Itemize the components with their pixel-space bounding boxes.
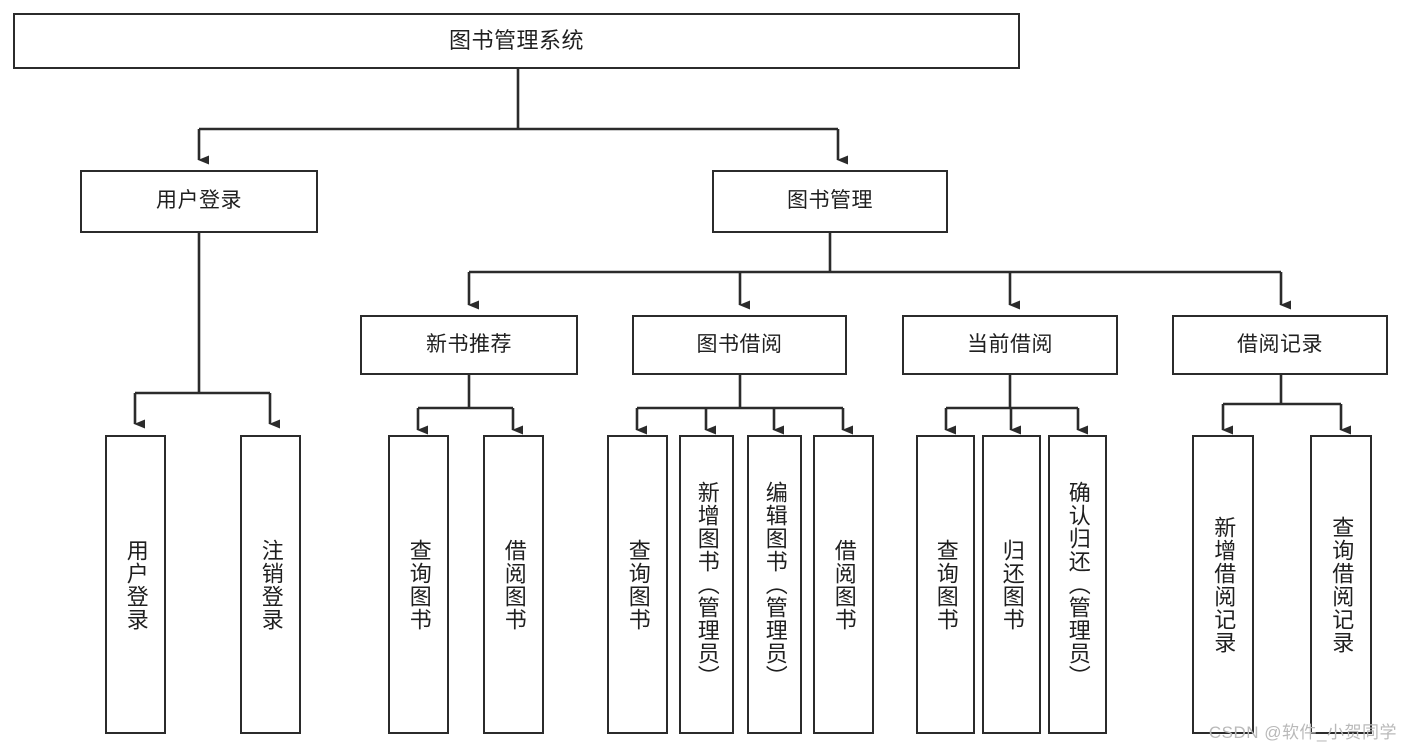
node-book-borrow[interactable]: 图书借阅: [632, 315, 847, 375]
node-leaf-query-book-2[interactable]: 查询图书: [607, 435, 668, 734]
node-leaf-borrow-book-1-label: 借阅图书: [501, 538, 527, 631]
node-leaf-add-book[interactable]: 新增图书（管理员）: [679, 435, 734, 734]
node-current-borrow-label: 当前借阅: [967, 332, 1053, 356]
node-leaf-query-book-1[interactable]: 查询图书: [388, 435, 449, 734]
node-current-borrow[interactable]: 当前借阅: [902, 315, 1118, 375]
watermark-text: CSDN @软件_小贺同学: [1208, 723, 1397, 742]
node-new-book-recommend-label: 新书推荐: [426, 332, 512, 356]
node-leaf-borrow-book-1[interactable]: 借阅图书: [483, 435, 544, 734]
node-user-login-label: 用户登录: [156, 189, 242, 213]
node-user-login[interactable]: 用户登录: [80, 170, 318, 233]
node-root-system-label: 图书管理系统: [448, 28, 584, 54]
node-leaf-query-book-1-label: 查询图书: [406, 538, 432, 631]
node-leaf-confirm-return-label: 确认归还（管理员）: [1065, 481, 1091, 688]
node-leaf-query-book-3-label: 查询图书: [933, 538, 959, 631]
node-leaf-add-record-label: 新增借阅记录: [1211, 515, 1237, 654]
node-leaf-borrow-book-2[interactable]: 借阅图书: [813, 435, 874, 734]
node-leaf-user-login[interactable]: 用户登录: [105, 435, 166, 734]
node-leaf-query-book-2-label: 查询图书: [625, 538, 651, 631]
node-root-system[interactable]: 图书管理系统: [13, 13, 1020, 69]
node-leaf-query-book-3[interactable]: 查询图书: [916, 435, 975, 734]
node-leaf-user-logout-label: 注销登录: [258, 538, 284, 631]
node-book-manage-label: 图书管理: [787, 189, 873, 213]
node-leaf-user-login-label: 用户登录: [123, 538, 149, 631]
node-leaf-borrow-book-2-label: 借阅图书: [831, 538, 857, 631]
node-borrow-record-label: 借阅记录: [1237, 332, 1323, 356]
node-leaf-query-record-label: 查询借阅记录: [1329, 515, 1355, 654]
node-leaf-return-book-label: 归还图书: [999, 538, 1025, 631]
node-book-manage[interactable]: 图书管理: [712, 170, 948, 233]
node-leaf-confirm-return[interactable]: 确认归还（管理员）: [1048, 435, 1107, 734]
node-leaf-return-book[interactable]: 归还图书: [982, 435, 1041, 734]
node-leaf-edit-book-label: 编辑图书（管理员）: [762, 481, 788, 688]
node-leaf-user-logout[interactable]: 注销登录: [240, 435, 301, 734]
node-leaf-add-book-label: 新增图书（管理员）: [694, 481, 720, 688]
node-leaf-add-record[interactable]: 新增借阅记录: [1192, 435, 1254, 734]
node-borrow-record[interactable]: 借阅记录: [1172, 315, 1388, 375]
node-leaf-edit-book[interactable]: 编辑图书（管理员）: [747, 435, 802, 734]
node-book-borrow-label: 图书借阅: [696, 332, 783, 356]
node-new-book-recommend[interactable]: 新书推荐: [360, 315, 578, 375]
node-leaf-query-record[interactable]: 查询借阅记录: [1310, 435, 1372, 734]
